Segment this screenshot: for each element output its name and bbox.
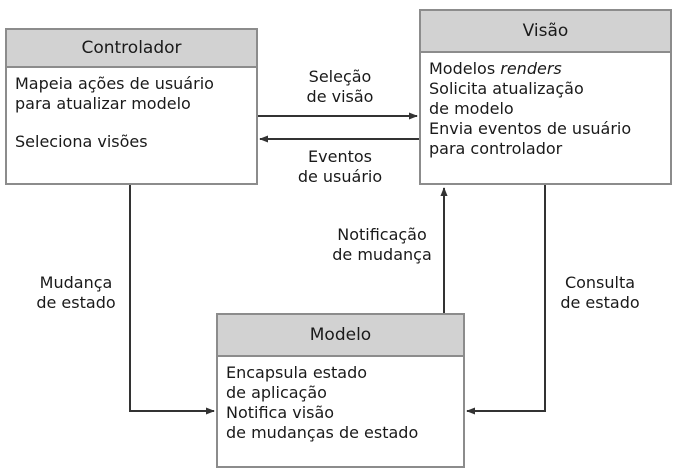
modelo-title: Modelo <box>218 315 463 357</box>
modelo-line-2: de aplicação <box>226 383 327 402</box>
label-consulta-line-1: Consulta <box>564 273 636 292</box>
controlador-responsibilities: Mapeia ações de usuário para atualizar m… <box>7 68 256 152</box>
label-selecao-line-2: de visão <box>306 87 374 106</box>
controlador-line-3: Seleciona visões <box>15 132 148 151</box>
modelo-line-3: Notifica visão <box>226 403 335 422</box>
visao-line-4: Envia eventos de usuário <box>429 119 632 138</box>
label-mudanca-line-2: de estado <box>36 293 116 312</box>
controlador-box: Controlador Mapeia ações de usuário para… <box>5 28 258 185</box>
label-mudanca-line-1: Mudança <box>39 273 113 292</box>
visao-line-1: Modelos renders <box>429 59 662 79</box>
label-notificacao-line-1: Notificação <box>337 225 427 244</box>
visao-title: Visão <box>421 11 670 53</box>
label-consulta-de-estado: Consulta de estado <box>550 273 650 313</box>
label-selecao-de-visao: Seleção de visão <box>290 67 390 107</box>
controlador-line-2: para atualizar modelo <box>15 94 191 113</box>
label-notificacao-de-mudanca: Notificação de mudança <box>326 225 438 265</box>
modelo-responsibilities: Encapsula estado de aplicação Notifica v… <box>218 357 463 443</box>
controlador-line-1: Mapeia ações de usuário <box>15 74 214 93</box>
arrow-consulta-de-estado <box>466 185 546 415</box>
visao-line-1-prefix: Modelos <box>429 59 501 78</box>
visao-line-3: de modelo <box>429 99 514 118</box>
visao-line-1-emphasis: renders <box>500 59 562 78</box>
modelo-box: Modelo Encapsula estado de aplicação Not… <box>216 313 465 468</box>
controlador-title: Controlador <box>7 30 256 68</box>
label-eventos-line-2: de usuário <box>297 167 383 186</box>
label-eventos-de-usuario: Eventos de usuário <box>285 147 395 187</box>
spacer <box>15 114 248 132</box>
visao-line-5: para controlador <box>429 139 563 158</box>
label-mudanca-de-estado: Mudança de estado <box>24 273 128 313</box>
visao-box: Visão Modelos renders Solicita atualizaç… <box>419 9 672 185</box>
visao-line-2: Solicita atualização <box>429 79 584 98</box>
arrow-mudanca-de-estado <box>129 185 215 415</box>
modelo-line-4: de mudanças de estado <box>226 423 419 442</box>
label-notificacao-line-2: de mudança <box>332 245 432 264</box>
label-selecao-line-1: Seleção <box>308 67 372 86</box>
modelo-line-1: Encapsula estado <box>226 363 368 382</box>
visao-responsibilities: Modelos renders Solicita atualização de … <box>421 53 670 159</box>
label-consulta-line-2: de estado <box>560 293 640 312</box>
label-eventos-line-1: Eventos <box>308 147 372 166</box>
